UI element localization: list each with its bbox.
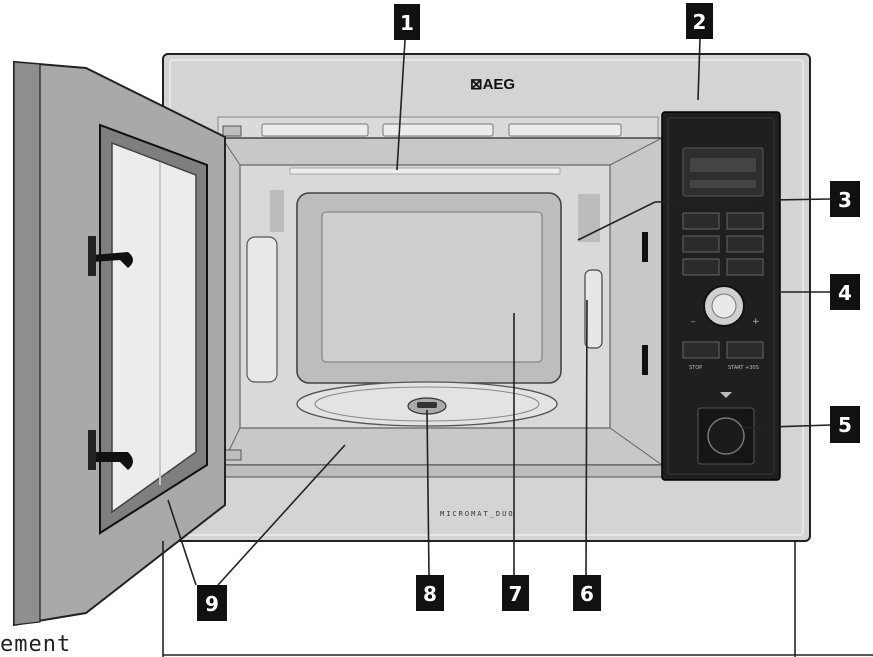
- callout-3: 3: [830, 181, 860, 217]
- cavity-ceiling-light-strip: [289, 167, 561, 175]
- svg-text:8: 8: [423, 582, 437, 606]
- leader-line-9b: [167, 499, 197, 586]
- svg-text:6: 6: [580, 582, 594, 606]
- door-window: [111, 141, 197, 514]
- control-panel-edge: [667, 117, 775, 475]
- model-label: MICROMAT_DUO: [440, 510, 515, 518]
- leader-line-2: [697, 38, 701, 101]
- leader-line-1: [396, 39, 406, 171]
- door-hinge-bar: [88, 236, 96, 276]
- vent-slot: [508, 123, 622, 137]
- svg-text:2: 2: [693, 10, 707, 34]
- function-button[interactable]: [726, 235, 764, 253]
- svg-text:5: 5: [838, 413, 852, 437]
- leader-line-6: [585, 299, 588, 576]
- leader-line-9a: [217, 444, 346, 586]
- door-release-button[interactable]: [707, 417, 745, 455]
- rotary-knob-cap: [711, 293, 737, 319]
- cavity-corner: [609, 137, 663, 166]
- door-hook-upper: [92, 252, 133, 268]
- hinge-tab: [222, 125, 242, 137]
- function-button[interactable]: [726, 212, 764, 230]
- display-segment: [690, 158, 756, 172]
- knob-minus-mark: –: [691, 317, 696, 327]
- door-lock-opening: [584, 269, 603, 349]
- vent-slot: [382, 123, 494, 137]
- start-button-label: START +30S: [728, 365, 759, 371]
- side-vent-right: [578, 194, 600, 242]
- callout-1: 1: [394, 4, 420, 40]
- callout-5: 5: [830, 406, 860, 443]
- door-side-edge: [13, 61, 41, 626]
- leader-line-5: [741, 424, 831, 429]
- door-hook-lower: [92, 452, 133, 470]
- knob-plus-mark: +: [752, 317, 760, 327]
- function-button[interactable]: [726, 258, 764, 276]
- brand-logo: ⊠AEG: [470, 76, 515, 93]
- leader-line-8: [426, 409, 430, 576]
- turntable-drive-hub-center: [417, 402, 437, 408]
- left-side-lamp-cover: [246, 236, 278, 383]
- lower-trim: [221, 464, 663, 478]
- door-hinge-bar: [88, 430, 96, 470]
- leader-line-3: [654, 198, 831, 203]
- callout-9: 9: [197, 585, 227, 621]
- svg-text:7: 7: [509, 582, 523, 606]
- caption-fragment: ement: [0, 632, 72, 657]
- start-button[interactable]: [726, 341, 764, 359]
- stop-button-label: STOP: [689, 365, 702, 371]
- function-button[interactable]: [682, 212, 720, 230]
- leader-line-3b: [577, 201, 656, 241]
- function-button[interactable]: [682, 258, 720, 276]
- stop-button[interactable]: [682, 341, 720, 359]
- callout-2: 2: [686, 3, 713, 39]
- callout-7: 7: [502, 575, 529, 611]
- svg-text:9: 9: [205, 592, 219, 616]
- vent-slot: [261, 123, 369, 137]
- display-indicator-row: [690, 180, 756, 188]
- callout-6: 6: [573, 575, 601, 611]
- side-vent-left: [270, 190, 284, 232]
- svg-text:1: 1: [400, 11, 414, 35]
- callout-4: 4: [830, 274, 860, 310]
- door-release-arrow-icon: [720, 392, 732, 398]
- svg-text:4: 4: [838, 281, 852, 305]
- door-latch-slot: [642, 345, 648, 375]
- callout-8: 8: [416, 575, 444, 611]
- function-button[interactable]: [682, 235, 720, 253]
- door-latch-slot: [642, 232, 648, 262]
- svg-text:3: 3: [838, 188, 852, 212]
- cavity-back-panel: [321, 211, 543, 363]
- cavity-corner: [609, 427, 663, 466]
